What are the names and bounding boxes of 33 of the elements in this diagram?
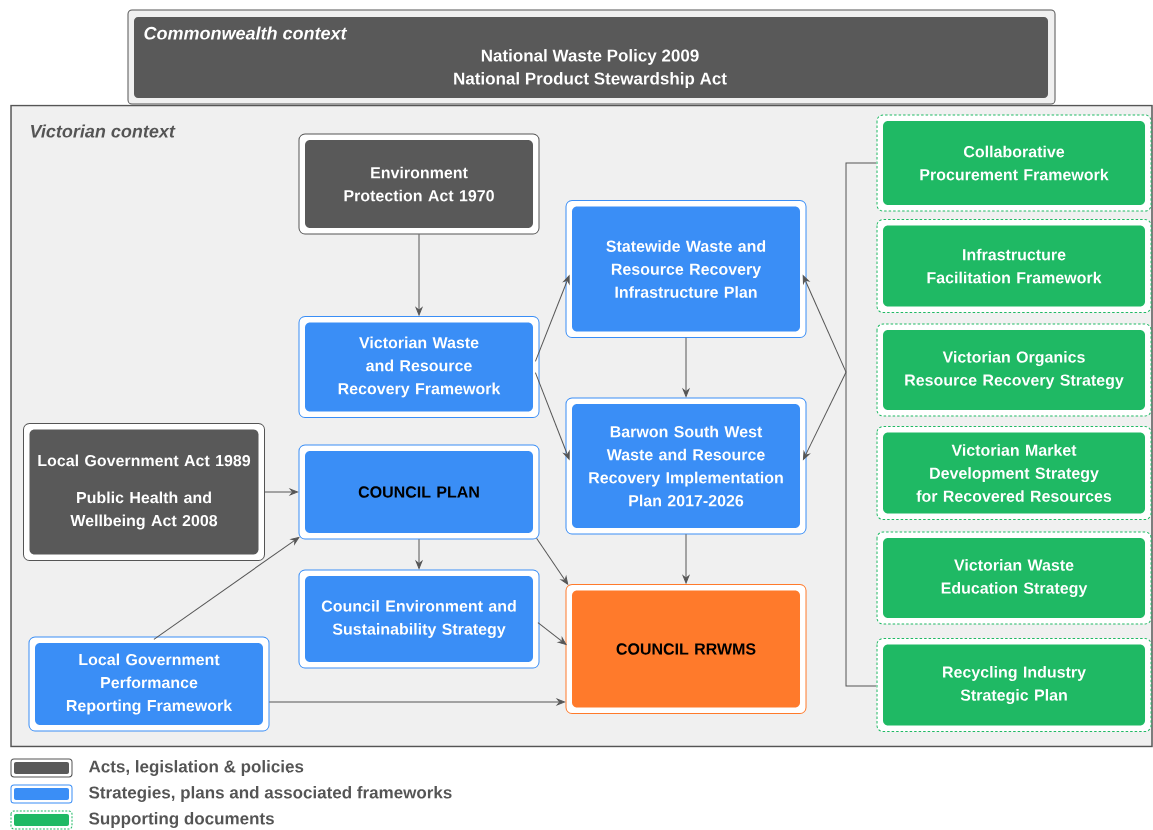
- document-box: Recycling Industry Strategic Plan: [876, 638, 1152, 732]
- bracket: [845, 162, 877, 687]
- arrow: [536, 537, 569, 585]
- arrow: [153, 536, 300, 640]
- legend-label: Supporting documents: [89, 812, 274, 828]
- legislation-box: Local Government Act 1989 Public Health and Wellbeing Act 2008: [23, 423, 265, 561]
- context-box: Commonwealth context National Waste Policy 2009 National Product Stewardship Act: [127, 9, 1056, 105]
- document-box: Collaborative Procurement Framework: [876, 114, 1152, 212]
- arrow: [802, 275, 847, 373]
- plan-box: Barwon South West Waste and Resource Recovery Implementation Plan 2017-2026: [565, 397, 807, 535]
- legend-label: Strategies, plans and associated frameworks: [89, 786, 452, 802]
- arrow: [802, 371, 847, 460]
- arrow: [264, 488, 298, 496]
- document-box: Victorian Market Development Strategy for Recovered Resources: [876, 426, 1152, 520]
- legislation-box: Environment Protection Act 1970: [298, 133, 540, 235]
- arrow: [534, 275, 570, 362]
- plan-box: Council Environment and Sustainability Strategy: [298, 569, 540, 669]
- plan-box: Statewide Waste and Resource Recovery Infrastructure Plan: [565, 200, 807, 338]
- arrow: [682, 337, 690, 397]
- legend-label: Acts, legislation & policies: [88, 760, 304, 776]
- document-box: Victorian Organics Resource Recovery Strategy: [876, 323, 1152, 417]
- arrow: [534, 372, 570, 460]
- document-box: Infrastructure Facilitation Framework: [876, 219, 1152, 313]
- arrow: [537, 622, 567, 645]
- arrow: [415, 233, 423, 316]
- plan-box: Victorian Waste and Resource Recovery Framework: [298, 316, 540, 418]
- arrow: [268, 698, 565, 706]
- plan-box: COUNCIL PLAN: [298, 444, 540, 540]
- plan-box: Local Government Performance Reporting Framework: [28, 636, 270, 732]
- arrow: [682, 533, 690, 584]
- arrow: [415, 538, 423, 569]
- document-box: Victorian Waste Education Strategy: [876, 531, 1152, 625]
- strategy-box: COUNCIL RRWMS: [565, 584, 807, 714]
